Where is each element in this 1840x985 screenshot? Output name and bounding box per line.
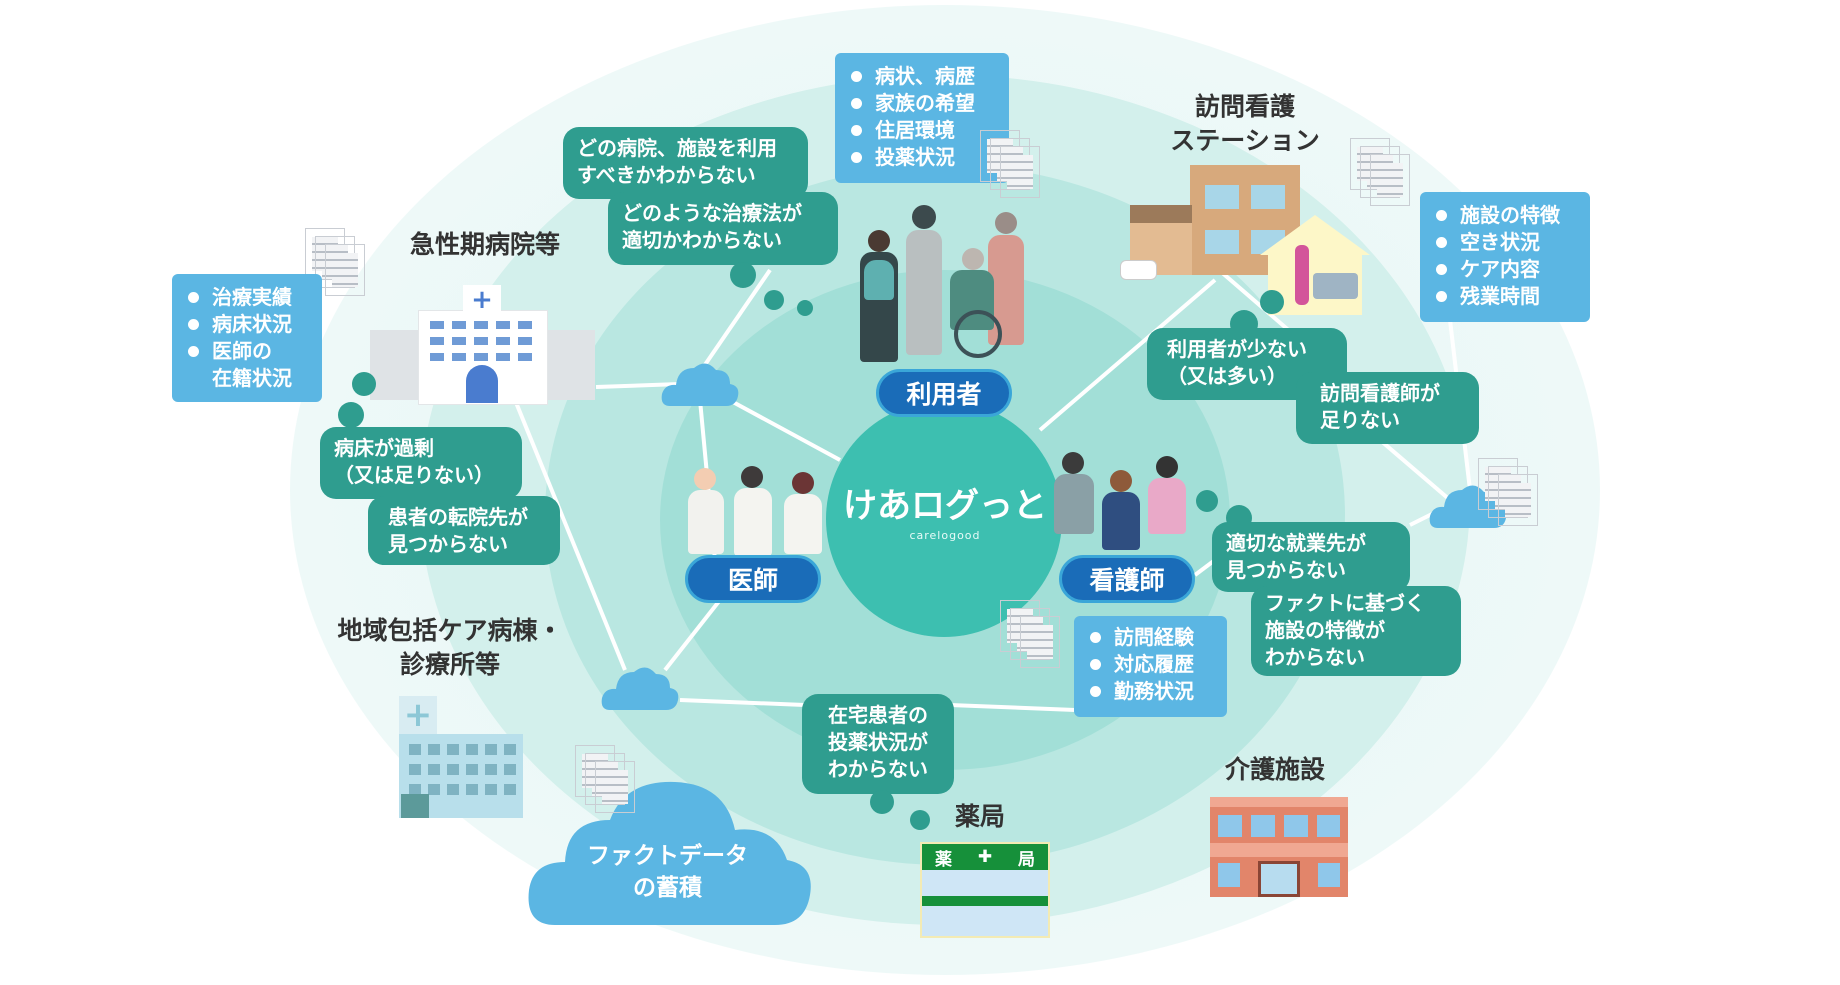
info-item: 治療実績 (184, 284, 310, 311)
thought-dot (352, 372, 376, 396)
cloud-icon (661, 363, 739, 406)
thought-dot (870, 790, 894, 814)
logo-subtext: carelogood (909, 529, 981, 542)
info-item: 住居環境 (847, 117, 997, 144)
patient-info-box: 病状、病歴 家族の希望 住居環境 投薬状況 (835, 53, 1009, 183)
info-item: 対応履歴 (1086, 651, 1215, 678)
hospital-info-box: 治療実績 病床状況 医師の 在籍状況 (172, 274, 322, 402)
station-building-icon (1110, 165, 1400, 315)
info-item: 勤務状況 (1086, 678, 1215, 705)
care-facility-label: 介護施設 (1224, 755, 1325, 784)
nurses-illustration (1050, 452, 1195, 550)
bubble-which-hospital: どの病院、施設を利用 すべきかわからない (563, 127, 808, 199)
documents-icon (575, 745, 637, 817)
pharmacy-sign-left: 薬 (934, 849, 952, 870)
info-item: 空き状況 (1432, 229, 1578, 256)
fact-data-label: ファクトデータ の蓄積 (587, 843, 748, 901)
care-facility-building-icon (1210, 797, 1348, 897)
pharmacy-sign-right: 局 (1018, 849, 1036, 870)
patient-family-illustration (850, 200, 1040, 365)
fact-data-cloud-icon (528, 781, 811, 925)
bubble-beds-excess: 病床が過剰 （又は足りない） (320, 427, 522, 499)
acute-hospital-label: 急性期病院等 (409, 230, 560, 259)
pharmacy-building-icon: 薬 ✚ 局 (920, 842, 1050, 938)
station-info-box: 施設の特徴 空き状況 ケア内容 残業時間 (1420, 192, 1590, 322)
community-care-label: 地域包括ケア病棟・ 診療所等 (337, 616, 563, 679)
bubble-few-nurses: 訪問看護師が 足りない (1296, 372, 1479, 444)
doctor-role-pill: 医師 (685, 555, 821, 603)
doctors-illustration (684, 466, 839, 556)
info-item: 投薬状況 (847, 144, 997, 171)
logo: けあログっと carelogood (840, 478, 1050, 542)
bubble-no-facts: ファクトに基づく 施設の特徴が わからない (1251, 586, 1461, 676)
thought-dot (797, 300, 813, 316)
info-item: 家族の希望 (847, 90, 997, 117)
documents-icon (305, 228, 367, 300)
documents-icon (1478, 458, 1540, 530)
bubble-no-transfer: 患者の転院先が 見つからない (368, 496, 560, 565)
center-circle (826, 401, 1062, 637)
patient-role-pill: 利用者 (876, 369, 1012, 417)
info-item: 病状、病歴 (847, 63, 997, 90)
thought-dot (764, 290, 784, 310)
documents-icon (1000, 600, 1062, 672)
documents-icon (1350, 138, 1412, 210)
logo-text: けあログっと (843, 486, 1047, 526)
bubble-which-treatment: どのような治療法が 適切かわからない (608, 192, 838, 265)
info-item: 医師の 在籍状況 (184, 338, 310, 392)
visiting-nurse-station-label: 訪問看護 ステーション (1170, 92, 1320, 155)
info-item: 訪問経験 (1086, 624, 1215, 651)
info-item: ケア内容 (1432, 256, 1578, 283)
info-item: 残業時間 (1432, 283, 1578, 310)
bubble-medication: 在宅患者の 投薬状況が わからない (802, 694, 954, 794)
documents-icon (980, 130, 1042, 202)
nurse-info-box: 訪問経験 対応履歴 勤務状況 (1074, 616, 1227, 717)
bubble-no-job: 適切な就業先が 見つからない (1212, 522, 1410, 592)
pharmacy-cross-icon: ✚ (977, 847, 993, 867)
thought-dot (730, 262, 756, 288)
thought-dot (1260, 290, 1284, 314)
clinic-building-icon: + (395, 696, 525, 820)
info-item: 施設の特徴 (1432, 202, 1578, 229)
cloud-icon (601, 667, 679, 710)
nurse-role-pill: 看護師 (1059, 555, 1195, 603)
thought-dot (910, 810, 930, 830)
pharmacy-label: 薬局 (954, 802, 1005, 831)
info-item: 病床状況 (184, 311, 310, 338)
thought-dot (1196, 490, 1218, 512)
thought-dot (338, 402, 364, 428)
hospital-building-icon: + (370, 285, 595, 405)
